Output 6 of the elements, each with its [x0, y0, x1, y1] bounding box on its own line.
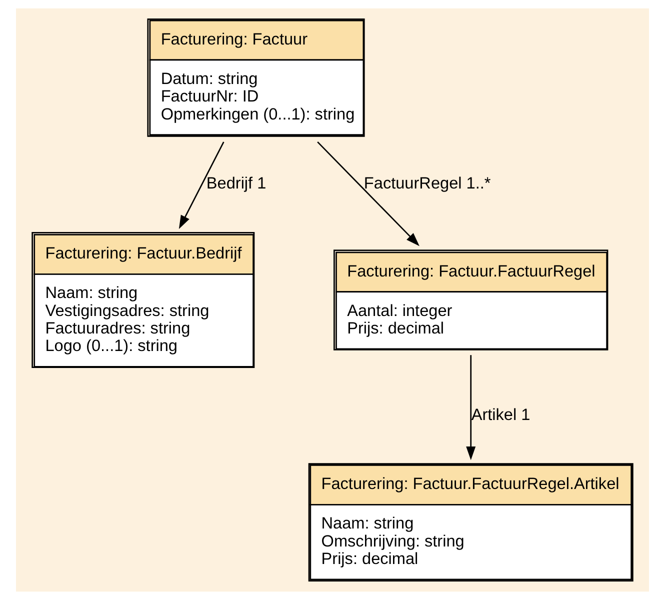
arrow: [466, 355, 476, 460]
edge-label: Artikel 1: [470, 406, 530, 424]
arrow: [316, 141, 419, 246]
edge-label: FactuurRegel 1..*: [363, 174, 490, 193]
arrow: [178, 142, 224, 230]
edge-label: Bedrijf 1: [206, 174, 266, 193]
